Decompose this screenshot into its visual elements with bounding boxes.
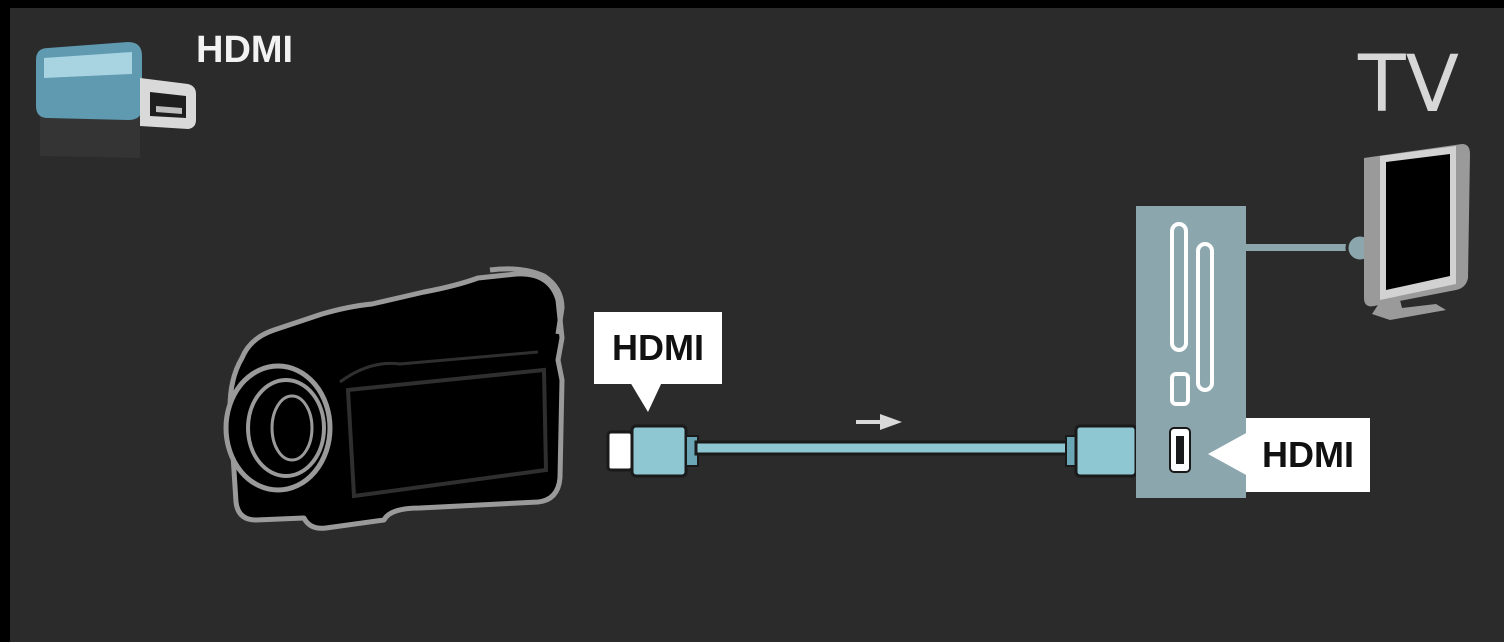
- panel-tv-link: [1246, 233, 1375, 263]
- target-hdmi-callout: HDMI: [1246, 418, 1370, 492]
- tv-icon: [1364, 144, 1470, 320]
- callout-right-pointer: [1208, 432, 1248, 476]
- tv-title: TV: [1358, 40, 1460, 130]
- connection-diagram: [36, 42, 1470, 531]
- header-hdmi-label: HDMI: [196, 29, 294, 71]
- hdmi-connector-icon: [36, 42, 196, 158]
- camcorder-icon: [223, 266, 565, 531]
- hdmi-cable: [606, 424, 1160, 478]
- source-hdmi-callout: HDMI: [594, 312, 722, 384]
- callout-left-pointer: [630, 382, 662, 412]
- arrow-right-icon: [856, 414, 902, 430]
